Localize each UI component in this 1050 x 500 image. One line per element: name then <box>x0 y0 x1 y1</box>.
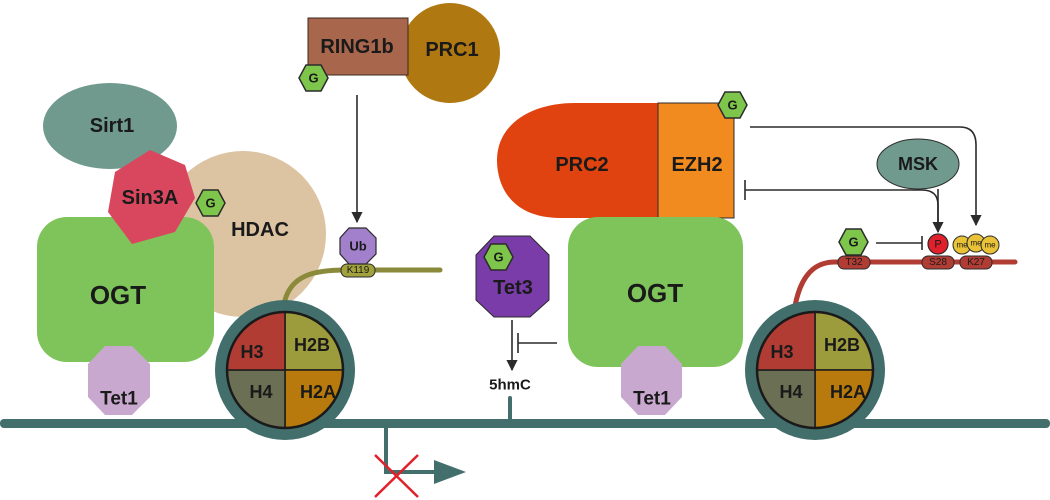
inhibit-glcnac-to-phospho <box>876 236 923 250</box>
sin3a-shape <box>108 150 195 244</box>
ezh2-shape <box>657 102 735 219</box>
ogt-left-label: OGT <box>90 280 146 310</box>
ring1b-shape <box>307 17 409 76</box>
blocked-transcription-x <box>374 454 419 498</box>
glcnac-t32-icon <box>838 228 869 256</box>
methyl-group: me me me <box>952 233 1000 255</box>
s28-residue <box>921 255 955 270</box>
5hmc-label: 5hmC <box>489 377 531 394</box>
ezh2-label: EZH2 <box>671 154 722 176</box>
prc1-shape <box>400 3 500 103</box>
glcnac-ezh2-label: G <box>727 98 737 113</box>
ogt-right-label: OGT <box>627 278 683 308</box>
tet1-left-label: Tet1 <box>100 389 138 410</box>
sin3a-label: Sin3A <box>122 187 179 209</box>
ub-icon <box>339 227 377 265</box>
arrow-ezh2-to-k27 <box>750 126 982 227</box>
phospho-icon <box>927 233 949 255</box>
h4-right-label: H4 <box>779 382 802 402</box>
h3-left-label: H3 <box>240 342 263 362</box>
glcnac-sin3a-icon <box>195 189 226 217</box>
tet1-right-label: Tet1 <box>633 389 671 410</box>
ub-label: Ub <box>349 239 366 254</box>
glcnac-ezh2-icon <box>717 91 748 119</box>
h2b-left-label: H2B <box>294 335 330 355</box>
h2a-left-label: H2A <box>300 382 336 402</box>
sirt1-label: Sirt1 <box>90 115 134 137</box>
nucleosome-right: H2B H2A H4 H3 <box>745 300 885 440</box>
k119-label: K119 <box>347 265 370 276</box>
h2b-right-label: H2B <box>824 335 860 355</box>
me-1-label: me <box>956 241 968 250</box>
msk-shape <box>876 138 960 190</box>
transcription-arrowhead <box>434 460 466 484</box>
tet3-label: Tet3 <box>493 277 533 299</box>
msk-label: MSK <box>898 154 938 174</box>
k27-label: K27 <box>967 257 985 268</box>
ring1b-label: RING1b <box>320 36 393 58</box>
prc2-shape <box>497 103 660 218</box>
t32-label: T32 <box>845 257 863 268</box>
me-2-label: me <box>970 239 982 248</box>
glcnac-tet3-icon <box>483 243 514 271</box>
inhibit-ogt-to-tet3 <box>517 333 557 353</box>
glcnac-sin3a-label: G <box>205 196 215 211</box>
hdac-label: HDAC <box>231 219 289 241</box>
ogt-right-shape <box>568 217 743 367</box>
h4-left-label: H4 <box>249 382 272 402</box>
phospho-label: P <box>934 239 941 251</box>
h3-right-label: H3 <box>770 342 793 362</box>
glcnac-ring1b-icon <box>298 64 329 92</box>
t32-residue <box>837 255 871 270</box>
dna-strand <box>0 419 1050 428</box>
tet1-left-shape <box>88 346 150 415</box>
sirt1-shape <box>43 83 177 169</box>
transcription-arrow <box>384 428 436 474</box>
prc2-label: PRC2 <box>555 154 608 176</box>
k27-residue <box>959 255 993 270</box>
h2a-right-label: H2A <box>830 382 866 402</box>
glcnac-tet3-label: G <box>493 250 503 265</box>
me-3-label: me <box>984 241 996 250</box>
glcnac-ring1b-label: G <box>308 71 318 86</box>
tet1-right-shape <box>621 346 682 415</box>
nucleosome-left: H2B H2A H4 H3 <box>215 300 355 440</box>
s28-label: S28 <box>929 257 947 268</box>
glcnac-t32-label: G <box>848 235 858 250</box>
ogt-left-shape <box>37 217 214 362</box>
prc1-label: PRC1 <box>425 39 478 61</box>
